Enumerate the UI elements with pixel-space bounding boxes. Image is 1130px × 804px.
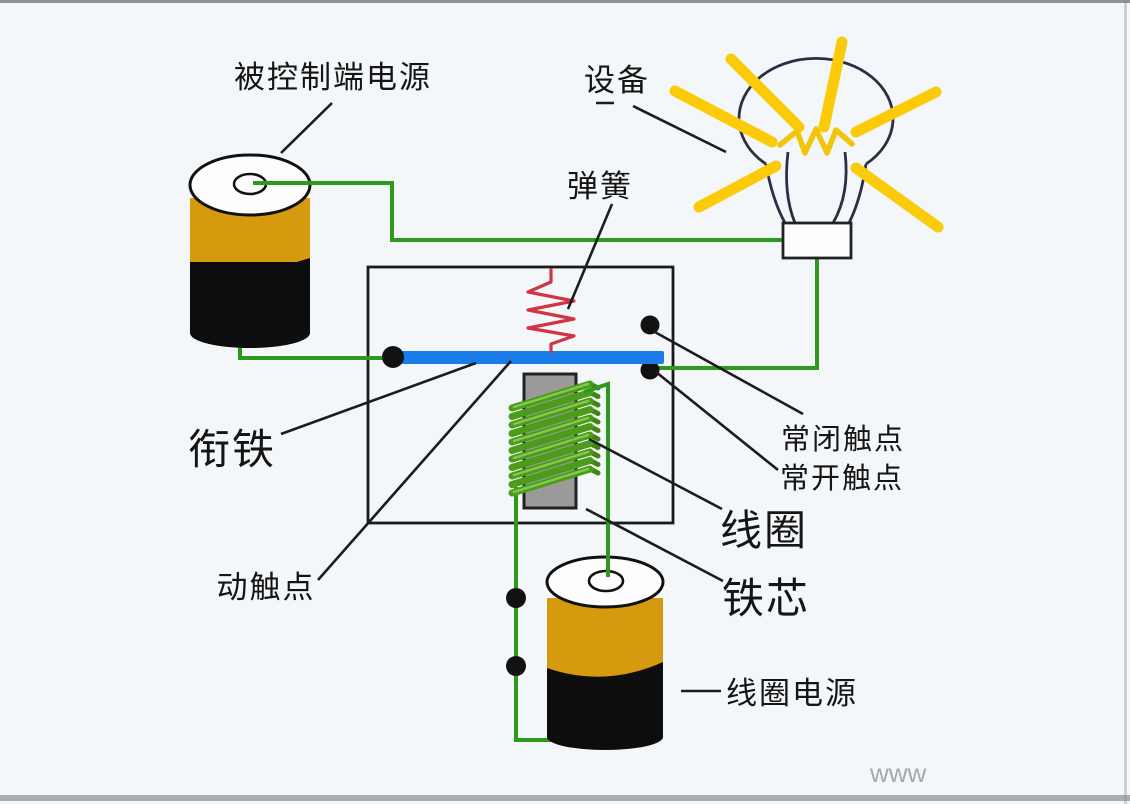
bulb-globe — [737, 56, 895, 166]
battery1-gold-band — [190, 198, 310, 262]
labels: 被控制端电源 设备 弹簧 衔铁 动触点 常闭触点 常开触点 线圈 铁芯 线圈电源 — [188, 60, 905, 711]
watermark: www — [869, 758, 927, 788]
light-bulb — [669, 36, 944, 260]
label-no-contact: 常开触点 — [780, 462, 904, 495]
ray-upper-left — [725, 53, 805, 133]
bulb-stem-right — [831, 151, 848, 224]
label-moving-contact: 动触点 — [217, 570, 316, 605]
nc-contact-dot — [640, 315, 660, 335]
leader-no-contact — [655, 370, 779, 472]
coil-windings — [508, 380, 601, 497]
ray-left — [669, 85, 778, 148]
ray-upper-right — [850, 86, 942, 138]
ray-top — [818, 36, 848, 133]
label-controlled-power: 被控制端电源 — [234, 60, 432, 95]
battery-controlled — [188, 153, 312, 348]
leader-armature — [280, 361, 477, 436]
moving-contact-dot — [382, 346, 404, 368]
right-edge-strip — [1124, 0, 1127, 804]
leader-coil — [588, 437, 723, 511]
switch-dot-upper — [506, 588, 526, 608]
no-contact-dot — [640, 360, 660, 380]
battery1-black-body — [190, 258, 310, 348]
ray-lower-left — [693, 160, 782, 213]
label-nc-contact: 常闭触点 — [781, 423, 905, 456]
battery-coil-power — [545, 555, 665, 750]
bottom-edge-strip — [0, 795, 1130, 801]
leader-lines — [280, 101, 804, 693]
leader-iron-core — [585, 507, 724, 583]
leader-nc-contact — [652, 329, 804, 416]
battery1-band-edge — [190, 258, 310, 277]
wire-battery1-to-bulb — [253, 181, 785, 242]
wire-nc-contact-to-bulb — [652, 256, 819, 370]
ray-lower-right — [850, 162, 944, 233]
label-iron-core: 铁芯 — [722, 577, 810, 623]
leader-controlled-power — [280, 102, 333, 154]
armature-bar — [385, 351, 664, 364]
battery2-gold-band — [547, 598, 663, 677]
leader-spring — [566, 203, 614, 310]
leader-moving-contact — [317, 360, 512, 581]
bulb-stem-left — [785, 151, 797, 224]
leader-device — [632, 104, 727, 154]
top-edge-strip — [0, 0, 1130, 3]
label-coil: 线圈 — [720, 509, 808, 555]
spring-zigzag — [526, 268, 576, 353]
label-device: 设备 — [584, 63, 650, 98]
relay-box — [366, 265, 675, 525]
switch-dot-lower — [506, 656, 526, 676]
label-spring: 弹簧 — [567, 169, 633, 204]
light-rays — [669, 36, 944, 233]
label-armature: 衔铁 — [188, 428, 276, 474]
bulb-filament — [777, 126, 855, 156]
label-coil-power: 线圈电源 — [726, 676, 858, 711]
bulb-base — [781, 221, 853, 260]
wire-coil-to-battery2-top — [583, 381, 610, 577]
